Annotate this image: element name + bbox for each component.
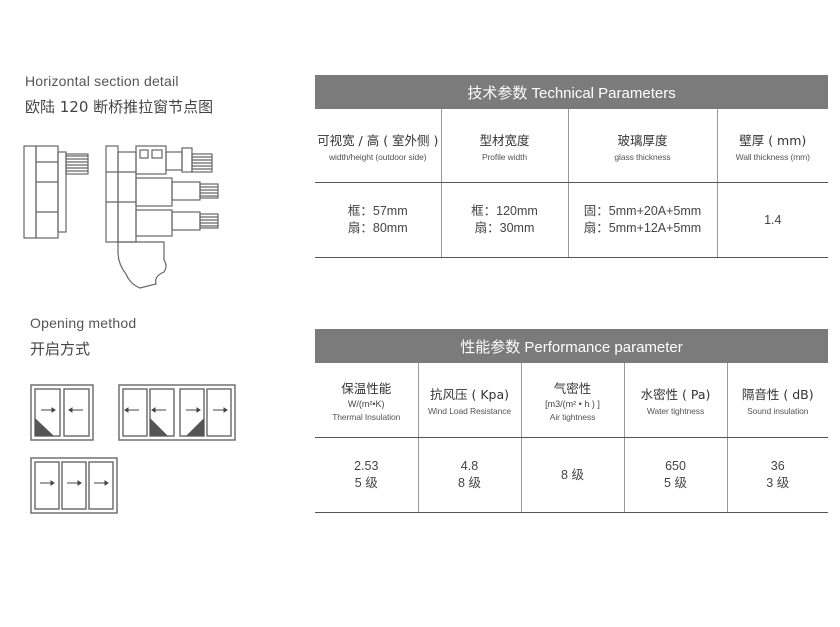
header-cn: 水密性 ( Pa) (640, 387, 711, 402)
perf-header-wind-load: 抗风压 ( Kpa) Wind Load Resistance (418, 363, 522, 438)
value-line: 扇：80mm (347, 221, 408, 235)
window-3-panel-icon (30, 457, 118, 514)
section-profile-drawing (23, 145, 219, 289)
tech-value-wall-thickness: 1.4 (717, 182, 829, 258)
value-line: 8 级 (458, 476, 481, 490)
tech-header-glass-thickness: 玻璃厚度 glass thickness (568, 109, 718, 183)
perf-header-water-tightness: 水密性 ( Pa) Water tightness (624, 363, 728, 438)
header-en: Profile width (482, 151, 527, 162)
value-line: 框：120mm (471, 204, 538, 218)
header-cn: 壁厚 ( mm) (739, 132, 807, 148)
value-line: 2.53 (354, 459, 379, 473)
value-line: 5 级 (664, 476, 687, 490)
section-detail-title-en: Horizontal section detail (25, 73, 179, 89)
technical-parameters-title: 技术参数 Technical Parameters (315, 75, 829, 109)
header-cn: 型材宽度 (479, 132, 530, 148)
value-line: 扇：30mm (474, 221, 535, 235)
value-line: 36 (770, 459, 785, 473)
value-line: 650 (665, 459, 686, 473)
perf-value-sound-insulation: 36 3 级 (727, 437, 828, 513)
header-cn: 抗风压 ( Kpa) (430, 387, 509, 402)
header-en: Sound insulation (747, 406, 809, 416)
value-line: 框：57mm (347, 204, 408, 218)
performance-parameter-title: 性能参数 Performance parameter (315, 329, 828, 363)
perf-value-water-tightness: 650 5 级 (624, 437, 728, 513)
header-cn: 气密性 (553, 381, 592, 396)
perf-header-sound-insulation: 隔音性 ( dB) Sound insulation (727, 363, 828, 438)
header-cn: 玻璃厚度 (617, 132, 668, 148)
perf-value-air-tightness: 8 级 (521, 437, 625, 513)
value-line: 扇：5mm+12A+5mm (583, 221, 702, 235)
value-line: 8 级 (561, 467, 584, 482)
header-cn: 可视宽 / 高 ( 室外侧 ) (317, 132, 439, 148)
header-en: Thermal Insulation (332, 412, 401, 422)
performance-parameter-table: 性能参数 Performance parameter 保温性能 W/(m²•K)… (315, 329, 828, 513)
tech-header-profile-width: 型材宽度 Profile width (441, 109, 569, 183)
header-en: width/height (outdoor side) (329, 151, 427, 162)
tech-value-visible-width: 框：57mm 扇：80mm (315, 182, 442, 258)
perf-header-air-tightness: 气密性 [m3/(m² • h ) ] Air tightness (521, 363, 625, 438)
opening-method-title-cn: 开启方式 (30, 340, 91, 358)
window-4-panel-icon (118, 384, 236, 441)
header-cn: 保温性能 (341, 381, 392, 396)
value-line: 3 级 (766, 476, 790, 490)
perf-value-wind-load: 4.8 8 级 (418, 437, 522, 513)
tech-value-profile-width: 框：120mm 扇：30mm (441, 182, 569, 258)
header-en: Wind Load Resistance (427, 406, 512, 416)
perf-header-thermal: 保温性能 W/(m²•K) Thermal Insulation (315, 363, 419, 438)
section-detail-title-cn: 欧陆 120 断桥推拉窗节点图 (25, 98, 214, 116)
header-en: Water tightness (646, 406, 705, 416)
value-line: 4.8 (460, 459, 479, 473)
header-unit: W/(m²•K) (347, 399, 385, 409)
value-line: 1.4 (764, 212, 782, 227)
header-en: Wall thickness (mm) (735, 151, 810, 162)
header-en: Air tightness (549, 412, 596, 422)
header-unit: [m3/(m² • h ) ] (545, 399, 600, 409)
header-cn: 隔音性 ( dB) (741, 387, 814, 402)
header-en: glass thickness (614, 151, 671, 162)
technical-parameters-table: 技术参数 Technical Parameters 可视宽 / 高 ( 室外侧 … (315, 75, 829, 258)
window-2-panel-icon (30, 384, 94, 441)
value-line: 固：5mm+20A+5mm (583, 204, 702, 218)
tech-header-wall-thickness: 壁厚 ( mm) Wall thickness (mm) (717, 109, 829, 183)
value-line: 5 级 (354, 476, 378, 490)
tech-header-visible-width: 可视宽 / 高 ( 室外侧 ) width/height (outdoor si… (315, 109, 442, 183)
opening-method-title-en: Opening method (30, 315, 137, 331)
perf-value-thermal: 2.53 5 级 (315, 437, 419, 513)
tech-value-glass-thickness: 固：5mm+20A+5mm 扇：5mm+12A+5mm (568, 182, 718, 258)
